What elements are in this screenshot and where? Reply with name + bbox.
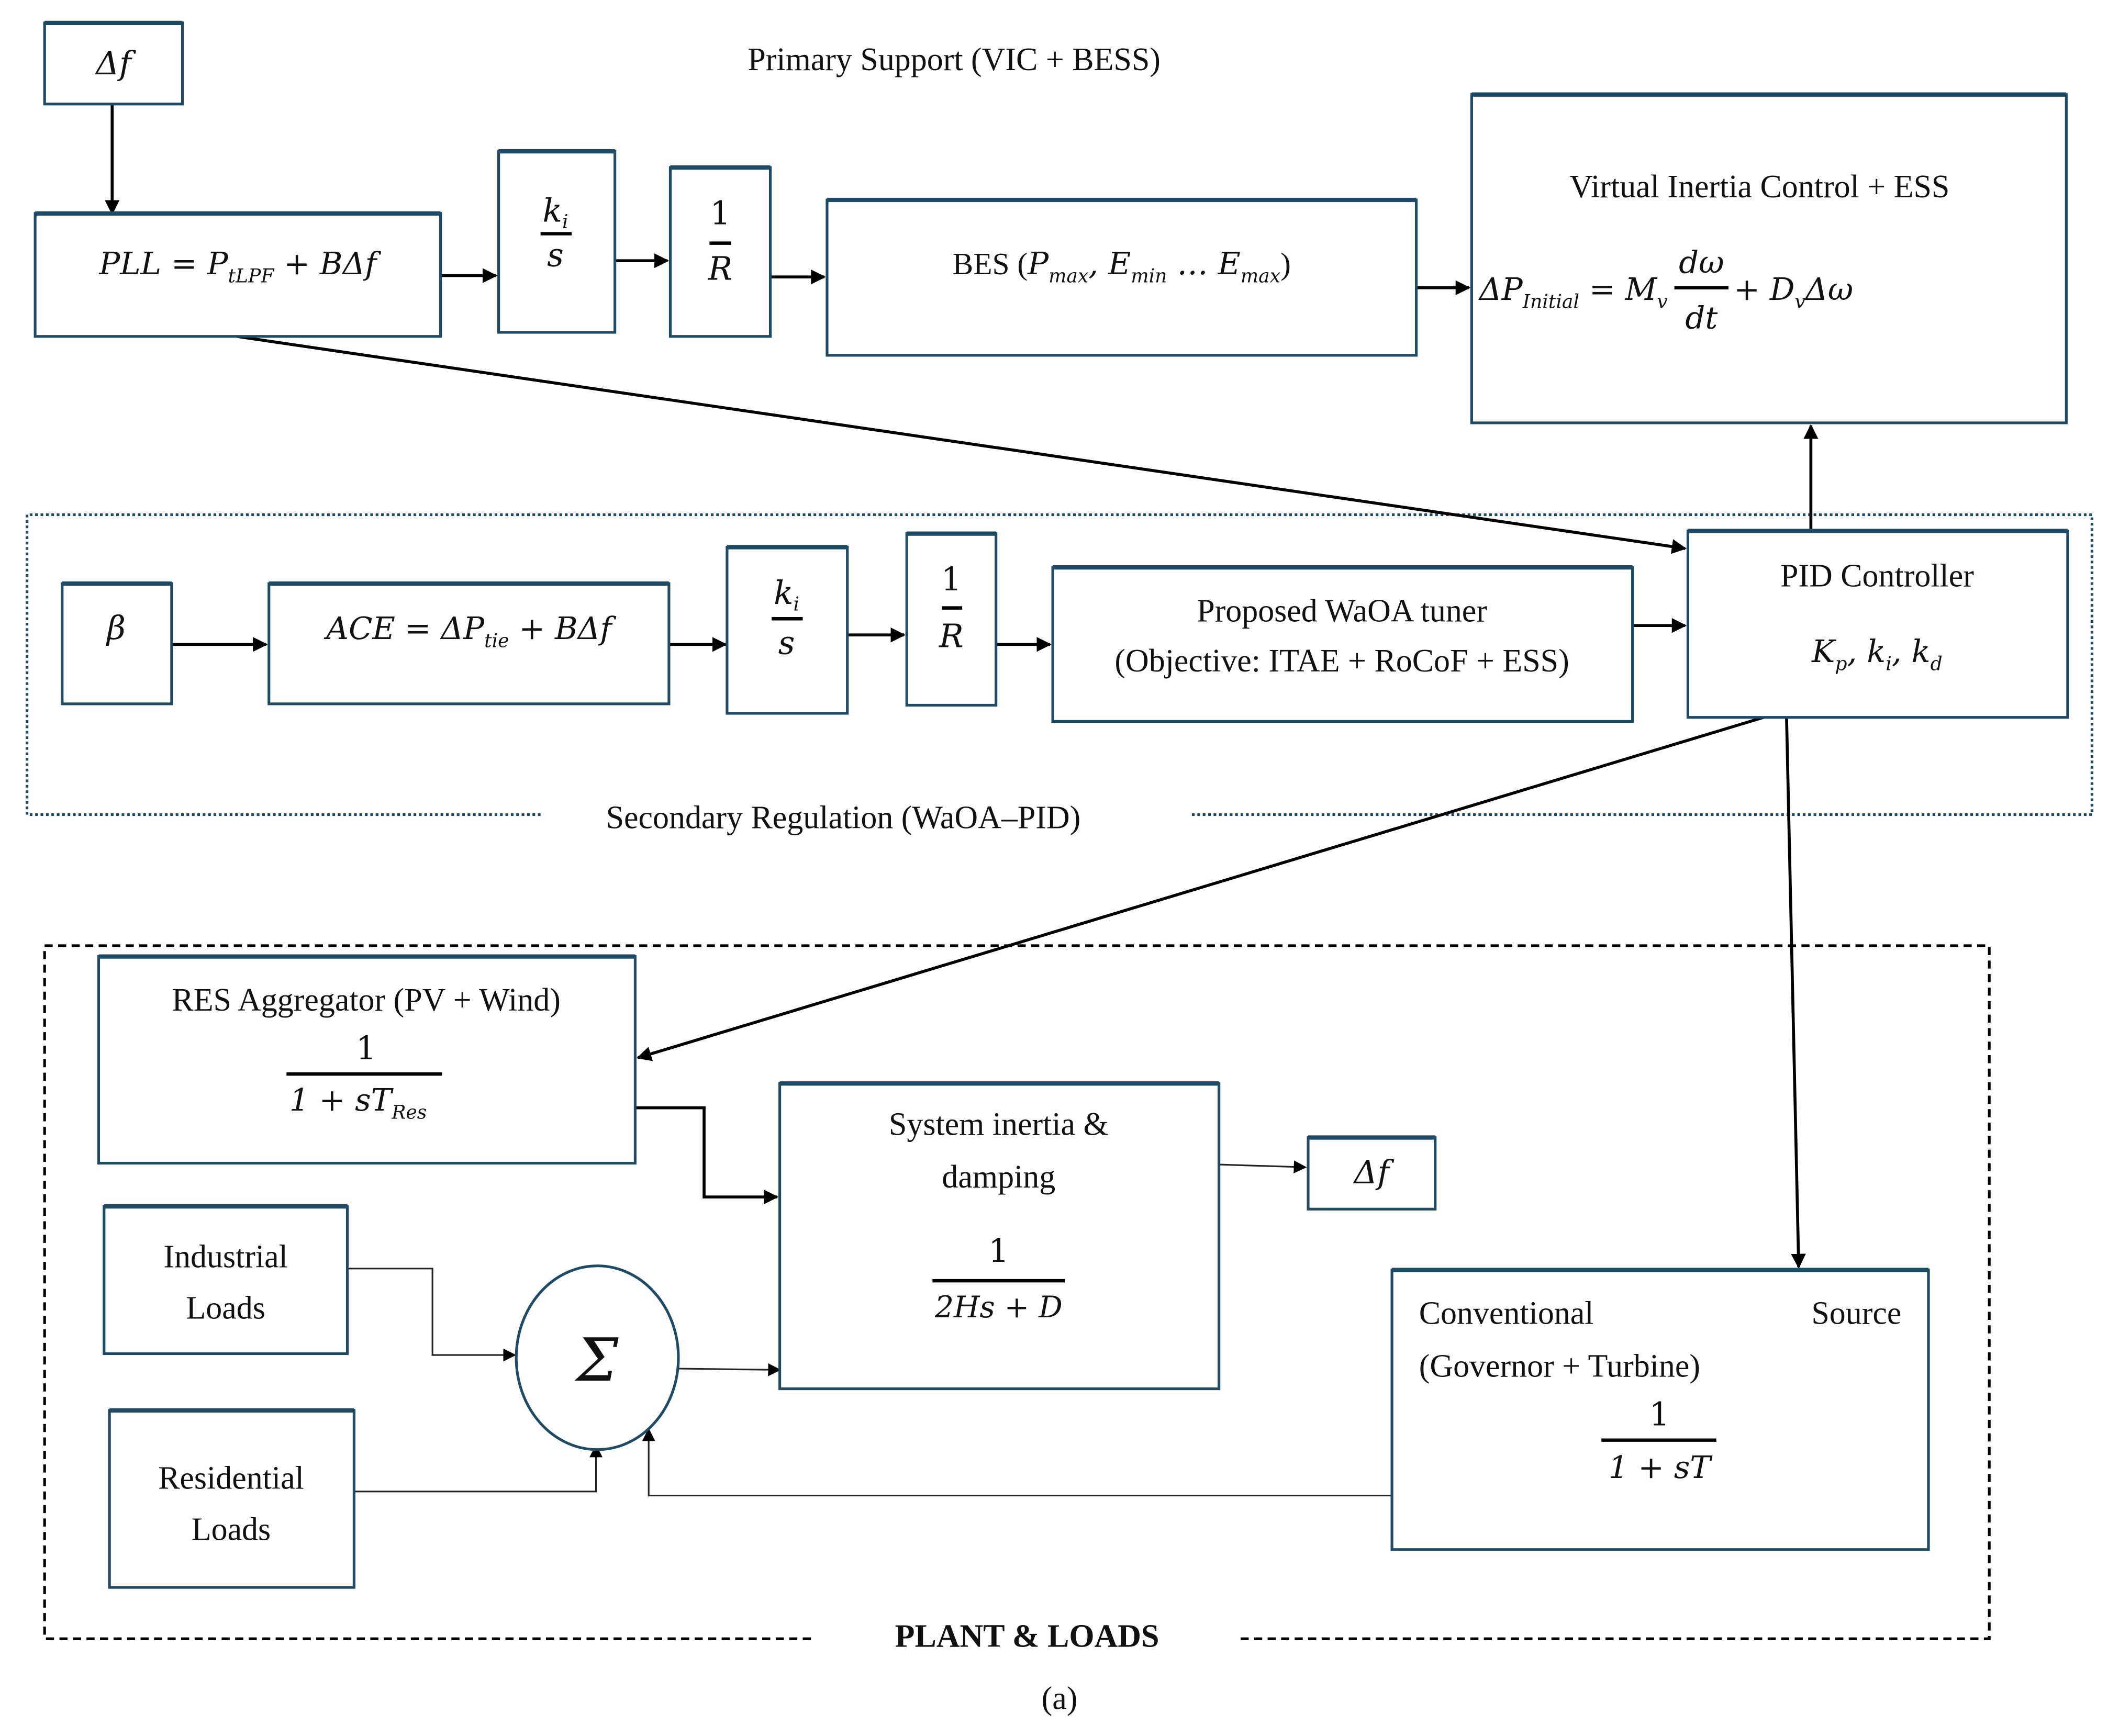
- inv-r-denominator: R: [708, 249, 733, 287]
- conventional-numerator: 1: [1649, 1395, 1670, 1433]
- delta-f-input-block[interactable]: Δf: [43, 20, 184, 106]
- inertia-numerator: 1: [988, 1231, 1009, 1270]
- wire-residential-to-sum: [354, 1444, 603, 1493]
- primary-region-label: Primary Support (VIC + BESS): [748, 42, 1161, 77]
- inertia-title-line2: damping: [942, 1159, 1055, 1195]
- pll-block[interactable]: PLL = PtLPF + BΔf: [34, 211, 442, 338]
- ki-numerator-secondary: ki: [774, 574, 799, 615]
- vic-frac-numerator: dω: [1679, 244, 1724, 281]
- ki-over-s-primary-block[interactable]: ki s: [497, 149, 617, 334]
- inertia-denominator: 2Hs + D: [934, 1290, 1063, 1325]
- delta-f-input-label: Δf: [95, 44, 137, 82]
- vic-equation-lhs: ΔPInitial = Mv: [1478, 272, 1668, 312]
- beta-label: β: [106, 609, 126, 647]
- inv-r-numerator: 1: [710, 194, 730, 232]
- pid-gains: Kp, ki, kd: [1811, 634, 1943, 675]
- wire-conventional-to-sum: [642, 1428, 1392, 1497]
- secondary-region-frame: [26, 513, 2093, 816]
- ki-denominator: s: [547, 236, 564, 274]
- wire-res-to-inertia: [632, 1106, 779, 1205]
- tuner-title: Proposed WaOA tuner: [1197, 593, 1487, 629]
- industrial-line1: Industrial: [163, 1239, 287, 1274]
- res-denominator: 1 + sTRes: [289, 1082, 427, 1123]
- residential-loads-block[interactable]: Residential Loads: [108, 1408, 355, 1589]
- beta-block[interactable]: β: [61, 581, 173, 705]
- virtual-inertia-control-block[interactable]: Virtual Inertia Control + ESS ΔPInitial …: [1470, 92, 2068, 424]
- wire-industrial-to-sum: [347, 1268, 517, 1362]
- inv-r-denominator-secondary: R: [939, 617, 964, 655]
- ace-block[interactable]: ACE = ΔPtie + BΔf: [267, 581, 671, 705]
- conventional-word2: Source: [1811, 1296, 1901, 1331]
- tuner-objective: (Objective: ITAE + RoCoF + ESS): [1114, 643, 1569, 679]
- wire-sum-to-inertia: [673, 1363, 782, 1376]
- residential-line1: Residential: [158, 1461, 304, 1496]
- plant-region-label: PLANT & LOADS: [895, 1619, 1159, 1654]
- system-inertia-block[interactable]: System inertia & damping 1 2Hs + D: [778, 1081, 1221, 1391]
- pll-equation: PLL = PtLPF + BΔf: [98, 246, 381, 287]
- conventional-source-block[interactable]: Conventional Source (Governor + Turbine)…: [1390, 1268, 1930, 1551]
- figure-caption: (a): [1042, 1681, 1078, 1716]
- ki-over-s-secondary-block[interactable]: ki s: [726, 545, 849, 715]
- inv-r-numerator-secondary: 1: [941, 560, 962, 598]
- bes-label: BES (Pmax, Emin … Emax): [953, 246, 1291, 287]
- vic-equation-rhs: + DvΔω: [1734, 272, 1853, 312]
- pid-title: PID Controller: [1780, 558, 1974, 593]
- plant-region-frame: [43, 944, 1991, 1640]
- delta-f-output-label: Δf: [1353, 1153, 1395, 1191]
- secondary-region-label: Secondary Regulation (WaOA–PID): [606, 800, 1081, 835]
- connections: [105, 104, 1819, 1497]
- ki-numerator: ki: [542, 191, 568, 233]
- ki-denominator-secondary: s: [778, 623, 795, 662]
- one-over-r-secondary-block[interactable]: 1 R: [905, 531, 998, 707]
- industrial-loads-block[interactable]: Industrial Loads: [103, 1204, 349, 1356]
- one-over-r-primary-block[interactable]: 1 R: [668, 165, 772, 338]
- inertia-title-line1: System inertia &: [889, 1106, 1109, 1142]
- bes-block[interactable]: BES (Pmax, Emin … Emax): [826, 197, 1418, 357]
- vic-frac-denominator: dt: [1685, 300, 1717, 336]
- conventional-subtitle: (Governor + Turbine): [1419, 1348, 1700, 1384]
- wire-pll-to-pid: [236, 334, 1687, 554]
- conventional-denominator: 1 + sT: [1609, 1450, 1713, 1486]
- delta-f-output-block[interactable]: Δf: [1307, 1135, 1437, 1211]
- res-aggregator-block[interactable]: RES Aggregator (PV + Wind) 1 1 + sTRes: [97, 954, 637, 1165]
- res-title: RES Aggregator (PV + Wind): [172, 982, 560, 1018]
- residential-line2: Loads: [192, 1512, 271, 1548]
- pid-controller-block[interactable]: PID Controller Kp, ki, kd: [1686, 529, 2069, 719]
- ace-equation: ACE = ΔPtie + BΔf: [324, 611, 616, 652]
- wire-pid-to-res: [636, 715, 1764, 1061]
- industrial-line2: Loads: [186, 1290, 265, 1326]
- wire-pid-to-conventional: [1785, 717, 1806, 1269]
- vic-title: Virtual Inertia Control + ESS: [1569, 169, 1949, 205]
- sigma-icon: Σ: [574, 1326, 619, 1395]
- res-numerator: 1: [356, 1029, 376, 1067]
- summing-junction[interactable]: Σ: [515, 1264, 680, 1451]
- conventional-word1: Conventional: [1419, 1296, 1594, 1331]
- waoa-tuner-block[interactable]: Proposed WaOA tuner (Objective: ITAE + R…: [1051, 565, 1634, 723]
- wire-inertia-to-deltaf: [1219, 1160, 1307, 1173]
